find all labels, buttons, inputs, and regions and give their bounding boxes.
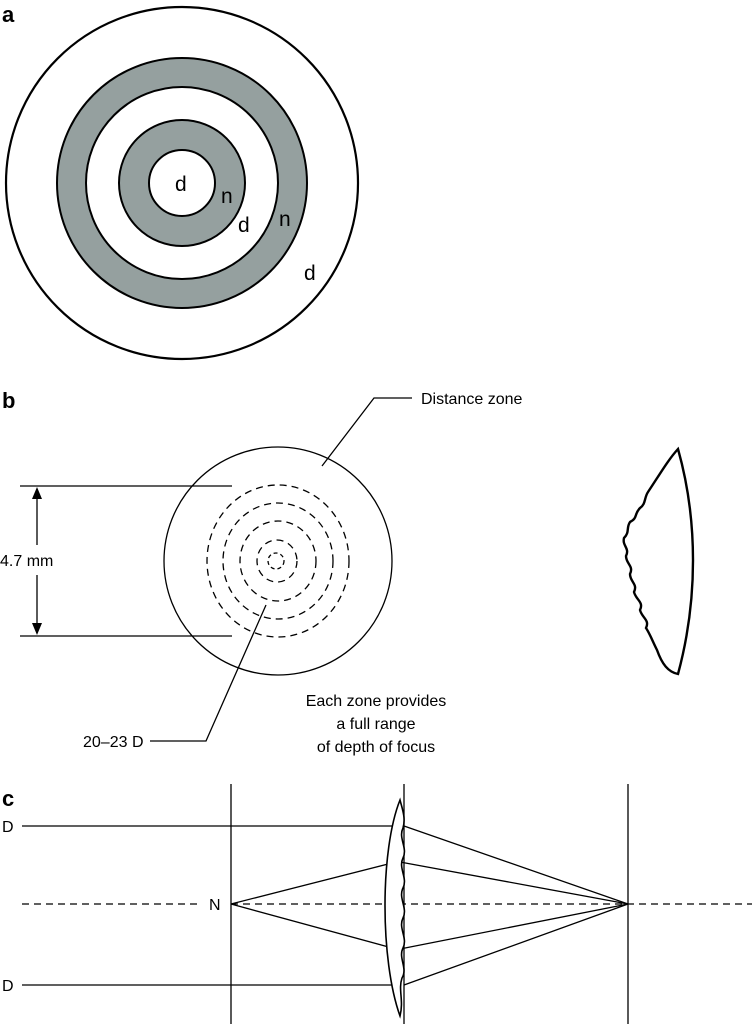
distance-ray-label-top: D bbox=[2, 819, 14, 836]
diffractive-ring-3 bbox=[239, 520, 317, 602]
zone-label-outer-n: n bbox=[279, 208, 291, 231]
near-object-label: N bbox=[209, 897, 221, 914]
dimension-arrowhead-up bbox=[32, 487, 42, 499]
lens-side-profile bbox=[622, 446, 695, 676]
panel-a: a d n d n d bbox=[2, 2, 360, 361]
converging-ray-4 bbox=[403, 903, 629, 986]
diffractive-ring-5 bbox=[267, 552, 285, 570]
central-distance-zone bbox=[148, 149, 216, 217]
zone-label-inner-n: n bbox=[221, 185, 233, 208]
converging-ray-1 bbox=[403, 825, 629, 905]
panel-b-label: b bbox=[2, 388, 15, 413]
zone-label-middle-d: d bbox=[238, 214, 250, 237]
zone-label-outer-d: d bbox=[304, 262, 316, 285]
panel-c-label: c bbox=[2, 786, 14, 811]
diffractive-ring-4 bbox=[256, 539, 298, 583]
lens-cross-section bbox=[384, 797, 406, 1019]
dimension-arrowhead-down bbox=[32, 623, 42, 635]
zone-description-line-1: Each zone provides bbox=[306, 693, 447, 710]
zone-description-line-3: of depth of focus bbox=[317, 739, 435, 756]
panel-b: b Distance zone 4.7 mm 20–23 D Each zone… bbox=[0, 388, 695, 756]
converging-ray-3 bbox=[399, 903, 629, 950]
lens-optic-outline bbox=[163, 446, 393, 676]
panel-c: c D D N bbox=[2, 784, 752, 1024]
distance-zone-label: Distance zone bbox=[421, 391, 522, 408]
diffractive-ring-2 bbox=[222, 502, 334, 620]
distance-zone-leader bbox=[321, 397, 412, 467]
near-ray-upper bbox=[230, 861, 397, 905]
power-leader bbox=[150, 604, 267, 742]
converging-ray-2 bbox=[399, 861, 629, 905]
panel-a-label: a bbox=[2, 2, 15, 27]
near-ray-lower bbox=[230, 903, 397, 950]
zone-description-line-2: a full range bbox=[336, 716, 415, 733]
dimension-label: 4.7 mm bbox=[0, 553, 53, 570]
distance-ray-label-bottom: D bbox=[2, 978, 14, 995]
diffractive-ring-1 bbox=[206, 484, 350, 638]
zone-label-center-d: d bbox=[175, 173, 187, 196]
power-label: 20–23 D bbox=[83, 734, 144, 751]
